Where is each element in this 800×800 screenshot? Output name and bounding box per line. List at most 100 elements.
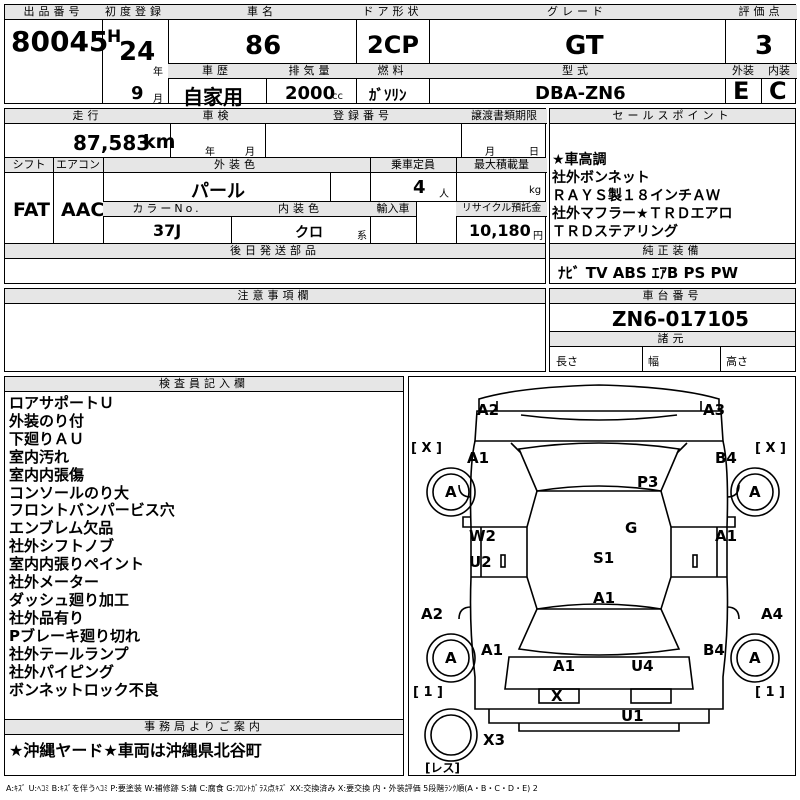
office-label: 事務局よりご案内 [5, 720, 403, 735]
regno-label: 登録番号 [265, 109, 461, 124]
inspector-item: フロントバンパービス穴 [9, 501, 175, 520]
year-unit: 年 [153, 67, 163, 78]
bracket-left: [ X ] [411, 441, 442, 456]
sales-label: セールスポイント [550, 109, 795, 124]
mileage-label: 走行 [5, 109, 170, 124]
lot-label: 出品番号 [5, 5, 102, 20]
cap-unit: 人 [439, 189, 449, 200]
damage-label: A2 [421, 605, 444, 623]
door-label: ドア形状 [356, 5, 429, 20]
wheel-label-fr: A [749, 483, 761, 501]
intcolor-unit: 系 [357, 231, 367, 242]
reg-label: 初度登録 [102, 5, 168, 20]
damage-label: P3 [637, 473, 659, 491]
name-label: 車名 [168, 5, 356, 20]
inspector-item: Pブレーキ廻り切れ [9, 626, 140, 645]
ac-label: エアコン [53, 158, 103, 173]
dim-label: 諸元 [550, 332, 795, 347]
month-unit: 月 [153, 94, 163, 105]
inspect-label: 車検 [170, 109, 265, 124]
disp-unit: cc [332, 91, 343, 102]
damage-label: A3 [703, 401, 726, 419]
displacement: 2000 [285, 83, 336, 104]
grade: GT [565, 31, 604, 61]
capacity: 4 [413, 177, 426, 198]
damage-label: A1 [481, 641, 504, 659]
damage-label: U2 [469, 553, 492, 571]
notes-box: 注意事項欄 [4, 288, 546, 372]
import-label: 輸入車 [370, 202, 416, 217]
shift: FAT [13, 199, 50, 221]
sales-item: ★車高調 [552, 152, 607, 168]
chassis-box: 車台番号 ZN6-017105 諸元 長さ 幅 高さ [549, 288, 796, 372]
inspect-month: 月 [245, 147, 255, 158]
damage-label: A1 [553, 657, 576, 675]
damage-label: W2 [469, 527, 496, 545]
ext-label: 外装 [725, 63, 761, 79]
bracket-right-rear: [ 1 ] [755, 685, 785, 700]
recycle-fee: 10,180 [469, 221, 531, 240]
transfer-label: 譲渡書類期限 [461, 109, 547, 124]
damage-label: X3 [483, 731, 506, 749]
inspector-item: コンソールのり大 [9, 483, 130, 502]
inspector-item: 室内内張りペイント [9, 555, 145, 574]
damage-label: S1 [593, 549, 615, 567]
damage-label: U4 [631, 657, 654, 675]
disp-label: 排気量 [266, 63, 356, 79]
equip-label: 純正装備 [550, 244, 795, 259]
damage-label: A1 [593, 589, 616, 607]
damage-label: U1 [621, 707, 644, 725]
ac: AAC [61, 199, 105, 221]
model-code: DBA-ZN6 [535, 83, 626, 104]
int-grade: C [769, 77, 787, 105]
score-label: 評価点 [725, 5, 797, 20]
header-table: 出品番号 80045 初度登録 H 24 年 9 月 車名 86 ドア形状 2C… [4, 4, 797, 109]
model-label: 型式 [429, 63, 725, 79]
bracket-left-rear: [ 1 ] [413, 685, 443, 700]
inspector-item: 室内内張傷 [9, 465, 85, 484]
transfer-month: 月 [485, 147, 495, 158]
damage-label: A1 [467, 449, 490, 467]
mileage: 87,583 [73, 131, 151, 155]
bracket-right: [ X ] [755, 441, 786, 456]
sales-item: ＲＡＹＳ製１８インチＡＷ [552, 188, 720, 204]
door-type: 2CP [367, 31, 419, 59]
interior-color: クロ [295, 225, 323, 241]
history-label: 車歴 [168, 63, 266, 79]
sales-item: 社外マフラー★ＴＲＤエアロ [552, 206, 733, 222]
inspector-item: 社外テールランプ [9, 644, 129, 663]
fuel-label: 燃料 [356, 63, 429, 79]
era: H [107, 27, 122, 47]
grade-label: グレード [429, 5, 725, 20]
score: 3 [755, 31, 774, 61]
reg-year: 24 [119, 37, 156, 67]
spare-tire-label: [レス] [425, 761, 460, 775]
notes-label: 注意事項欄 [5, 289, 545, 304]
load-label: 最大積載量 [456, 158, 547, 173]
wheel-label-rr: A [749, 649, 761, 667]
vehicle-info-table: 走行 車検 登録番号 譲渡書類期限 87,583 km 年 月 月 日 シフト … [4, 108, 547, 284]
recycle-unit: 円 [533, 231, 543, 242]
damage-label: A4 [761, 605, 784, 623]
inspector-item: エンブレム欠品 [9, 519, 114, 538]
colorno-label: カラーNo. [103, 202, 231, 217]
load-unit: kg [529, 185, 542, 196]
wheel-label-rl: A [445, 649, 457, 667]
height-label: 高さ [726, 355, 748, 368]
inspector-item: ダッシュ廻り加工 [9, 590, 130, 609]
int-label: 内装 [761, 63, 797, 79]
lot-number: 80045 [11, 25, 109, 58]
transfer-day: 日 [529, 147, 539, 158]
mileage-unit: km [143, 131, 176, 153]
fuel: ｶﾞｿﾘﾝ [369, 86, 407, 104]
recycle-label: リサイクル預託金 [456, 202, 547, 217]
equipment: ﾅﾋﾞ TV ABS ｴｱB PS PW [558, 264, 739, 282]
shift-label: シフト [5, 158, 53, 173]
car-outline [424, 384, 780, 762]
inspector-item: 外装のり付 [9, 411, 85, 430]
car-name: 86 [245, 31, 282, 61]
damage-label: B4 [703, 641, 725, 659]
office-note: ★沖縄ヤード★車両は沖縄県北谷町 [9, 741, 262, 760]
